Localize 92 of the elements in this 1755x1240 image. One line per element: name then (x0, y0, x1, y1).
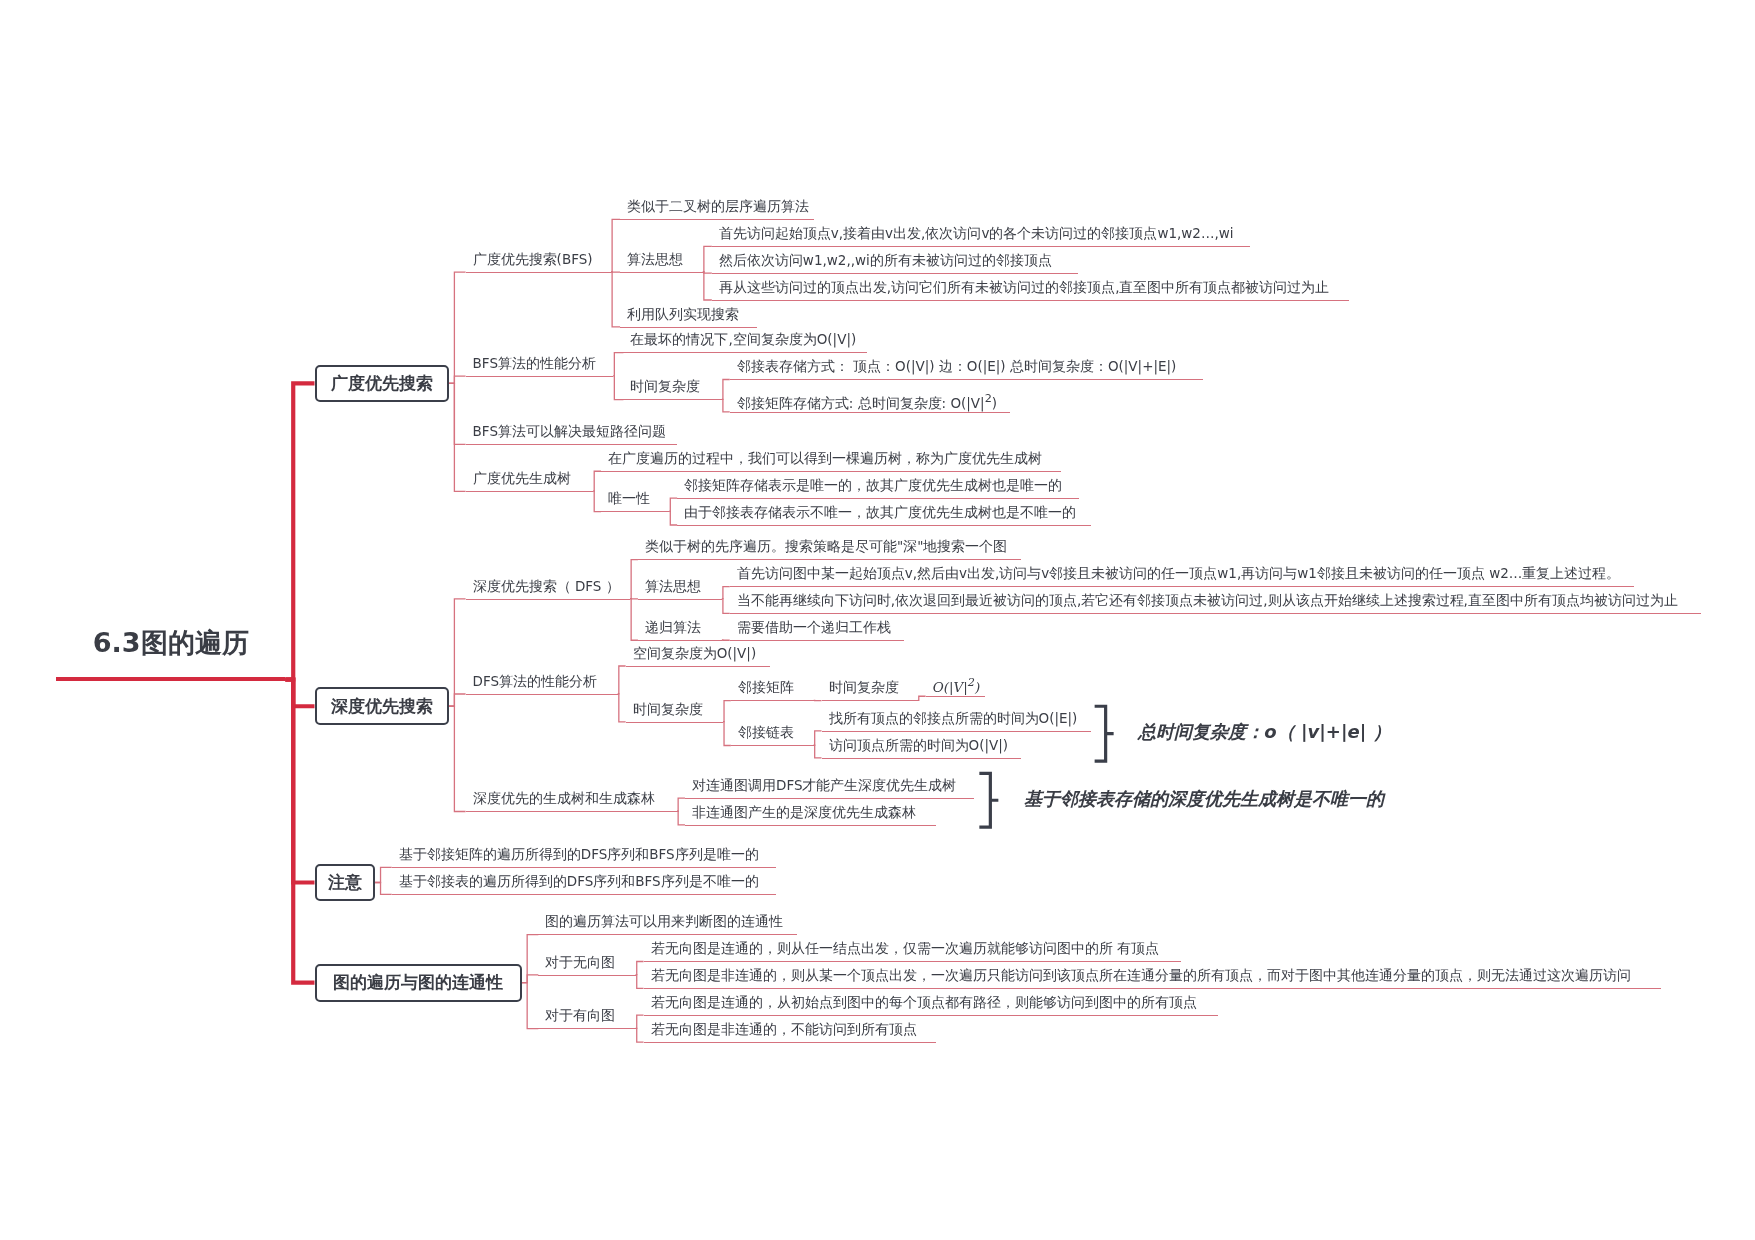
subtopic: DFS算法的性能分析 (465, 669, 618, 695)
subtopic: 然后依次访问w1,w2,,wi的所有未被访问过的邻接顶点 (711, 248, 1078, 274)
branch-line (374, 881, 393, 895)
branch-line (676, 797, 686, 812)
subtopic: 邻接链表 (730, 721, 814, 747)
subtopic: 利用队列实现搜索 (620, 302, 757, 328)
branch-line (612, 351, 625, 377)
branch-line (721, 585, 731, 600)
branch-line (813, 744, 823, 759)
subtopic: 首先访问起始顶点v,接着由v出发,依次访问v的各个未访问过的邻接顶点w1,w2…,wi (711, 222, 1251, 248)
subtopic: 时间复杂度 (623, 375, 722, 401)
subtopic: 需要借助一个递归工作栈 (729, 616, 905, 641)
branch-line (617, 665, 627, 695)
branch-line (617, 693, 627, 723)
subtopic: 若无向图是连通的，从初始点到图中的每个顶点都有路径，则能够访问到图中的所有顶点 (643, 990, 1218, 1016)
subtopic: 对于有向图 (538, 1004, 636, 1030)
subtopic: 空间复杂度为O(|V|) (625, 641, 771, 667)
branch-line (610, 271, 621, 328)
branch-line (722, 721, 732, 747)
summary-note: 总时间复杂度：o（ |v|+|e| ） (1138, 720, 1391, 745)
subtopic: BFS算法的性能分析 (465, 351, 614, 377)
branch-line (676, 810, 686, 826)
branch-line (722, 700, 732, 723)
branch-line (610, 218, 621, 273)
main-topic-box: 广度优先搜索 (314, 364, 449, 402)
subtopic: 在广度遍历的过程中，我们可以得到一棵遍历树，称为广度优先生成树 (601, 447, 1062, 472)
subtopic: 深度优先的生成树和生成森林 (465, 787, 678, 813)
branch-line (448, 382, 467, 493)
subtopic: 广度优先搜索(BFS) (465, 247, 612, 273)
subtopic: 邻接矩阵 (730, 676, 814, 702)
main-topic-box: 注意 (314, 864, 375, 901)
subtopic: 由于邻接表存储表示不唯一，故其广度优先生成树也是不唯一的 (677, 500, 1092, 526)
subtopic: 若无向图是非连通的，则从某一个顶点出发，一次遍历只能访问到该顶点所在连通分量的所有顶点，而对于图中其他连通分量的顶点，则无法通过这次遍历访问 (643, 964, 1661, 990)
branch-line (702, 271, 713, 274)
subtopic: 再从这些访问过的顶点出发,访问它们所有未被访问过的邻接顶点,直至图中所有顶点都被访问过为止 (711, 275, 1349, 301)
branch-line (721, 597, 731, 615)
branch-line (629, 597, 639, 641)
subtopic: 对连通图调用DFS才能产生深度优先生成树 (685, 773, 974, 799)
branch-line (721, 398, 731, 413)
subtopic: 首先访问图中某一起始顶点v,然后由v出发,访问与v邻接且未被访问的任一顶点w1,再访问与w1邻接且未被访问的任一顶点 w2…重复上述过程。 (729, 562, 1635, 588)
subtopic: 算法思想 (637, 574, 722, 600)
subtopic: 邻接矩阵存储方式: 总时间复杂度: O(|V|$^{2}$) (729, 387, 1010, 413)
subtopic: 基于邻接表的遍历所得到的DFS序列和BFS序列是不唯一的 (391, 870, 776, 896)
branch-line (813, 699, 823, 702)
subtopic: 对于无向图 (538, 950, 636, 976)
central-topic: 6.3图的遍历 (55, 621, 286, 681)
subtopic: 若无向图是非连通的，不能访问到所有顶点 (643, 1017, 936, 1043)
main-topic-box: 深度优先搜索 (314, 687, 449, 726)
branch-line (610, 271, 621, 273)
subtopic: 图的遍历算法可以用来判断图的连通性 (538, 910, 797, 936)
summary-note: 基于邻接表存储的深度优先生成树是不唯一的 (1024, 787, 1385, 812)
subtopic: 时间复杂度 (821, 676, 918, 702)
branch-line (629, 559, 639, 600)
branch-line (702, 271, 713, 301)
branch-line (721, 378, 731, 401)
subtopic: BFS算法可以解决最短路径问题 (465, 420, 678, 446)
subtopic: 当不能再继续向下访问时,依次退回到最近被访问的顶点,若它还有邻接顶点未被访问过,则从该点开始继续上述搜索过程,直至图中所有顶点均被访问过为止 (729, 589, 1702, 615)
subtopic: 递归算法 (637, 616, 722, 641)
subtopic: 访问顶点所需的时间为O(|V|) (821, 733, 1021, 759)
subtopic: 邻接矩阵存储表示是唯一的，故其广度优先生成树也是唯一的 (677, 473, 1079, 499)
branch-line (668, 510, 678, 526)
branch-line (592, 470, 602, 492)
subtopic: 类似于二叉树的层序遍历算法 (620, 195, 814, 221)
branch-line (917, 695, 927, 702)
subtopic: 唯一性 (601, 487, 670, 513)
subtopic: 广度优先生成树 (465, 467, 594, 493)
branch-line (668, 497, 678, 512)
subtopic: 非连通图产生的是深度优先生成森林 (685, 800, 936, 826)
branch-line (629, 597, 639, 600)
branch-line (448, 705, 467, 813)
branch-line (721, 639, 731, 641)
subtopic: 算法思想 (620, 247, 703, 273)
branch-line (813, 730, 823, 746)
main-topic-box: 图的遍历与图的连通性 (314, 963, 522, 1002)
branch-line (635, 960, 645, 976)
formula-subtopic: O(|V|$^{2}$) (925, 672, 985, 697)
branch-line (285, 677, 315, 985)
branch-line (635, 1027, 645, 1043)
subtopic: 基于邻接矩阵的遍历所得到的DFS序列和BFS序列是唯一的 (391, 843, 776, 869)
subtopic: 邻接表存储方式： 顶点：O(|V|) 边：O(|E|) 总时间复杂度：O(|V|+|E|) (729, 355, 1204, 381)
branch-line (520, 982, 539, 1030)
subtopic: 类似于树的先序遍历。搜索策略是尽可能"深"地搜索一个图 (637, 535, 1021, 561)
branch-line (612, 375, 625, 401)
subtopic: 深度优先搜索（ DFS ） (465, 574, 631, 600)
subtopic: 在最坏的情况下,空间复杂度为O(|V|) (623, 328, 868, 354)
subtopic: 时间复杂度 (625, 697, 724, 723)
branch-line (592, 490, 602, 513)
branch-line (635, 1014, 645, 1030)
branch-line (635, 974, 645, 989)
subtopic: 找所有顶点的邻接点所需的时间为O(|E|) (821, 706, 1092, 732)
branch-line (702, 245, 713, 273)
subtopic: 若无向图是连通的，则从任一结点出发，仅需一次遍历就能够访问图中的所 有顶点 (643, 937, 1181, 963)
